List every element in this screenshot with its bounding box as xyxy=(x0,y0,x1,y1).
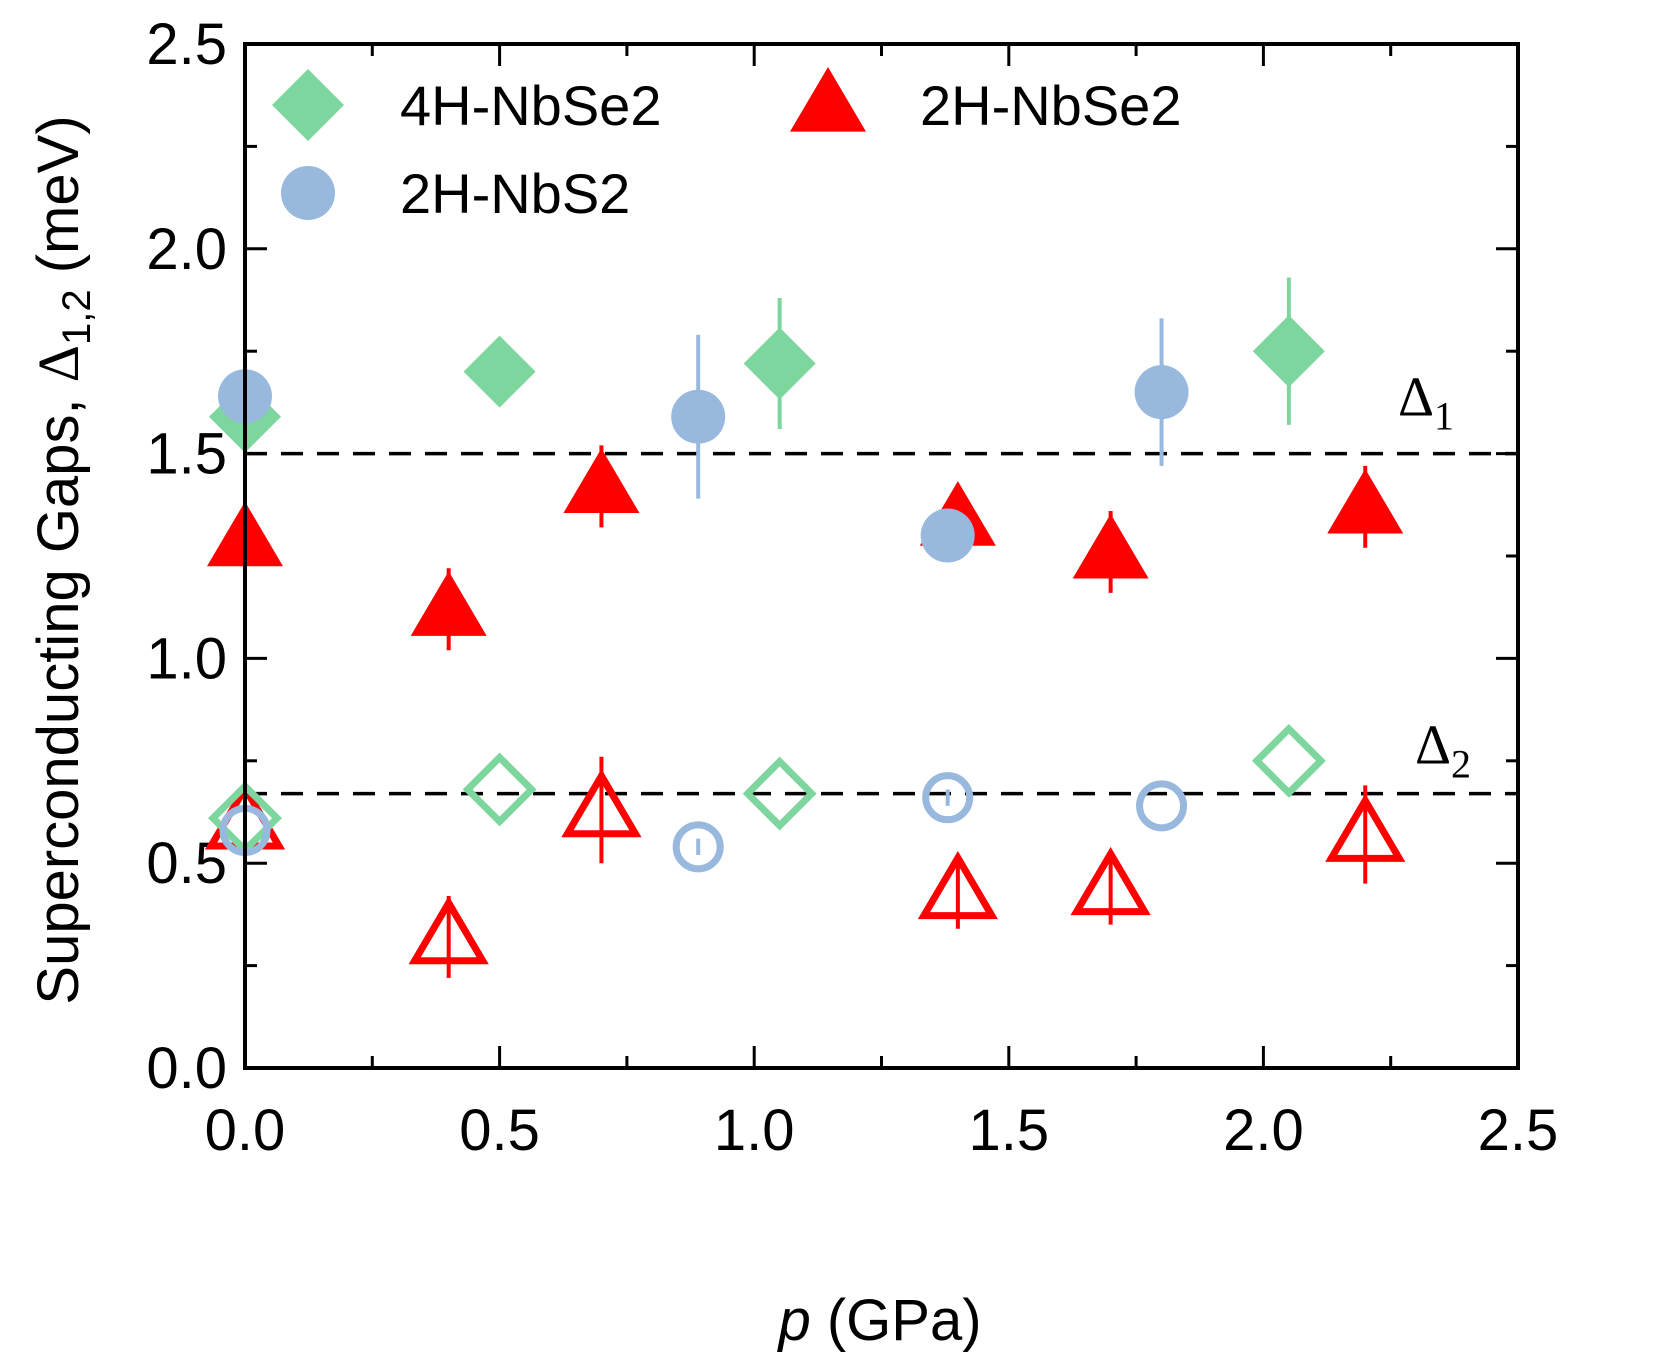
reference-line-label: Δ1 xyxy=(1398,367,1454,439)
point-gap1-diamond xyxy=(1252,315,1325,388)
point-gap1-diamond xyxy=(463,335,536,408)
point-gap1-circle xyxy=(1134,365,1189,420)
point-gap1-triangle xyxy=(410,571,487,636)
point-gap1-triangle xyxy=(563,448,640,513)
legend-label: 2H-NbS2 xyxy=(400,162,630,225)
y-axis-title-delta: Δ xyxy=(26,345,91,382)
point-gap2-triangle xyxy=(917,850,998,920)
point-gap2-circle xyxy=(922,772,974,824)
x-tick-label: 0.0 xyxy=(205,1098,286,1163)
data-points xyxy=(204,277,1406,978)
point-gap1-triangle xyxy=(1327,468,1404,534)
legend-marker-diamond xyxy=(272,69,344,141)
legend-label: 2H-NbSe2 xyxy=(920,74,1181,137)
y-tick-label: 1.5 xyxy=(146,422,227,487)
legend: 4H-NbSe2 2H-NbSe2 2H-NbS2 xyxy=(272,67,1181,225)
point-gap2-diamond xyxy=(462,752,537,827)
point-gap2-triangle xyxy=(1325,793,1406,862)
y-axis-title-unit: (meV) xyxy=(26,115,91,289)
point-gap1-circle xyxy=(920,508,975,563)
series-2H-NbSe2 xyxy=(204,445,1406,978)
legend-label: 4H-NbSe2 xyxy=(400,74,661,137)
x-axis-title-symbol: p xyxy=(776,1288,810,1353)
point-gap2-triangle xyxy=(1070,846,1151,916)
y-tick-label: 2.5 xyxy=(146,12,227,77)
legend-marker-circle xyxy=(281,166,335,220)
point-gap1-circle xyxy=(671,389,726,444)
x-axis-title-unit: (GPa) xyxy=(811,1288,982,1353)
reference-line-label-subscript: 1 xyxy=(1434,394,1454,439)
point-gap2-triangle xyxy=(561,769,642,838)
x-tick-label: 0.5 xyxy=(459,1098,540,1163)
x-axis-title: p (GPa) xyxy=(776,1288,981,1353)
y-tick-label: 0.0 xyxy=(146,1036,227,1101)
plot-frame xyxy=(243,42,1520,1070)
point-gap1-triangle xyxy=(1072,513,1149,579)
point-gap2-diamond xyxy=(742,756,817,831)
point-gap2-triangle xyxy=(408,896,489,965)
reference-line-label-subscript: 2 xyxy=(1451,742,1471,787)
x-tick-label: 1.5 xyxy=(968,1098,1049,1163)
y-tick-label: 2.0 xyxy=(146,217,227,282)
point-gap1-diamond xyxy=(743,327,816,400)
reference-line-label-symbol: Δ xyxy=(1415,715,1451,777)
y-tick-label: 1.0 xyxy=(146,626,227,691)
point-gap2-diamond xyxy=(1251,723,1326,798)
x-tick-label: 1.0 xyxy=(714,1098,795,1163)
point-gap2-circle xyxy=(1136,780,1188,832)
series-4H-NbSe2 xyxy=(208,277,1326,856)
y-axis-title-main: Superconducting Gaps, xyxy=(26,382,91,1004)
reference-line-label: Δ2 xyxy=(1415,715,1471,787)
y-axis-title: Superconducting Gaps, Δ1,2 (meV) xyxy=(26,115,99,1004)
series-2H-NbS2 xyxy=(218,318,1189,873)
legend-marker-triangle xyxy=(790,67,866,132)
reference-line-label-symbol: Δ xyxy=(1398,367,1434,429)
y-axis-title-subscript: 1,2 xyxy=(55,289,99,345)
x-tick-label: 2.5 xyxy=(1478,1098,1559,1163)
x-tick-label: 2.0 xyxy=(1223,1098,1304,1163)
point-gap2-circle xyxy=(672,821,724,873)
